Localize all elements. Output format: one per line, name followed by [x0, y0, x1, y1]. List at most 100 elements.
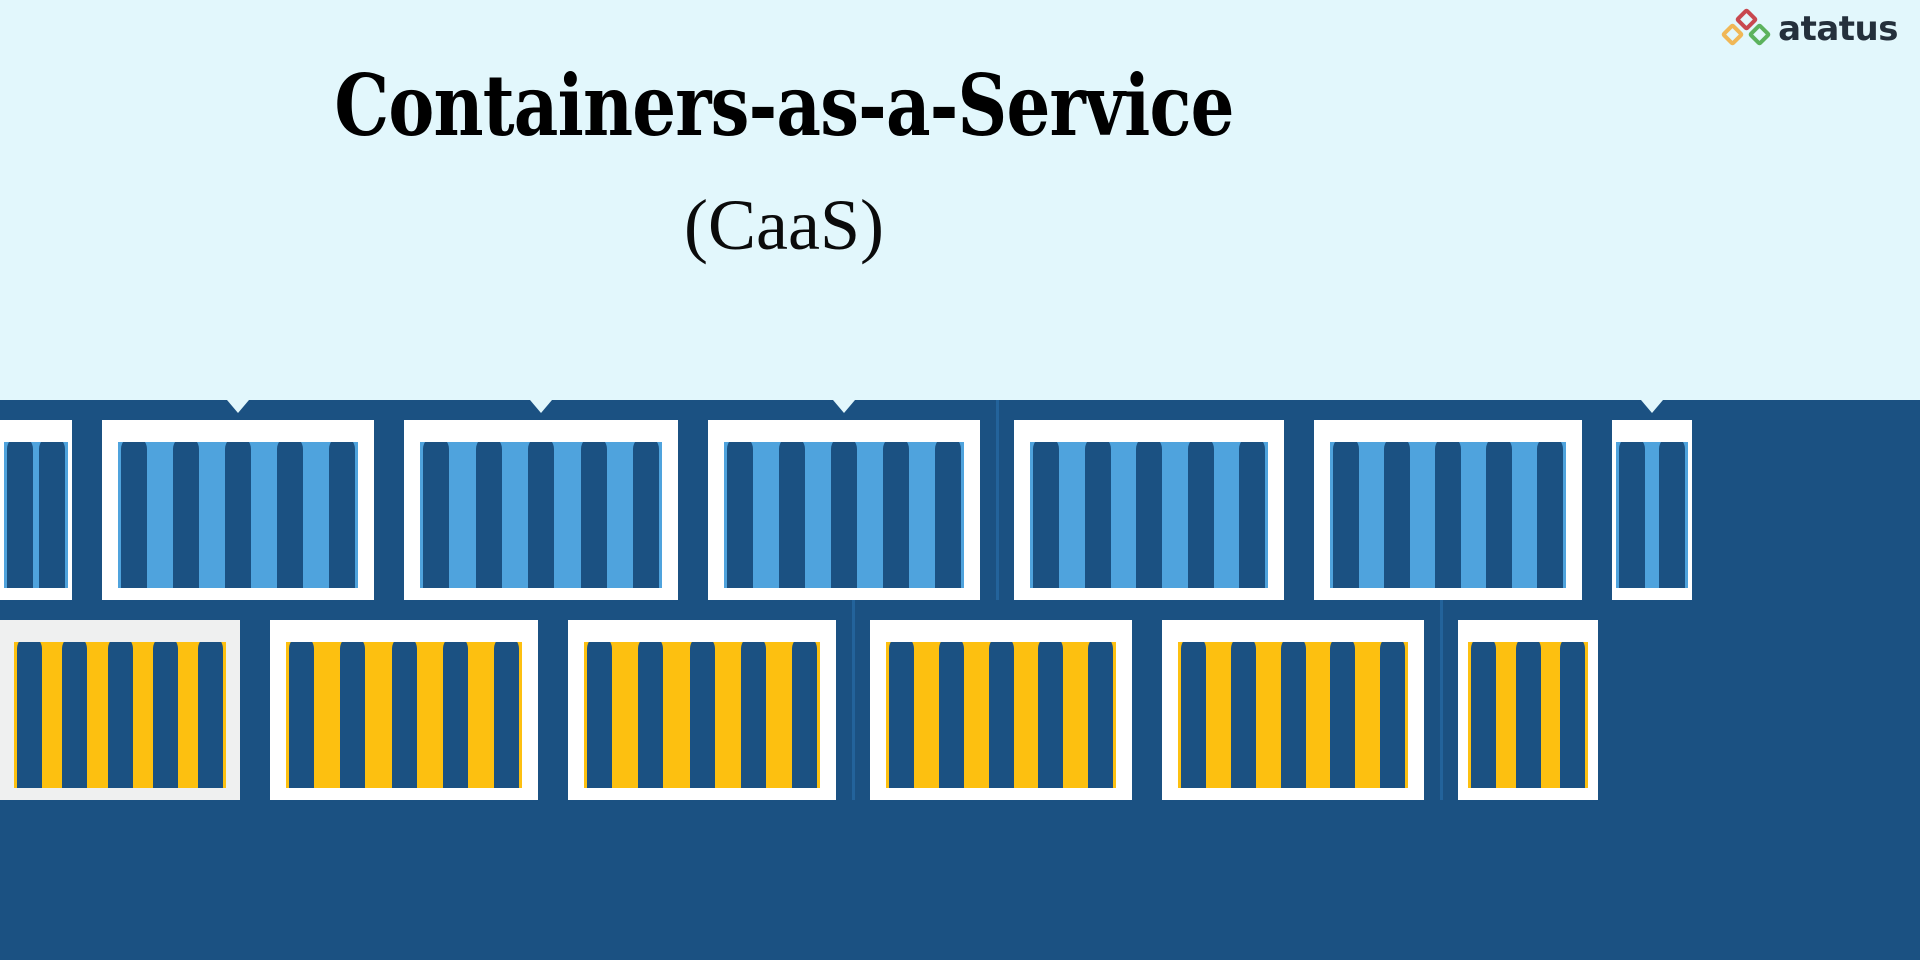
- container-rib: [1033, 442, 1059, 588]
- container-panel: [1330, 442, 1566, 588]
- container-rib: [779, 442, 805, 588]
- container-rib: [528, 442, 554, 588]
- container-gap: [980, 400, 1014, 600]
- brand-name: atatus: [1778, 9, 1898, 49]
- container-unit: [708, 400, 980, 600]
- container-rib: [1619, 442, 1645, 588]
- container-panel: [724, 442, 964, 588]
- container-gap: [1132, 600, 1162, 601]
- yellow-container-row: [0, 600, 1920, 960]
- container-rib: [1333, 442, 1359, 588]
- container-rib: [1187, 442, 1214, 588]
- container-panel: [118, 442, 358, 588]
- container-unit: [404, 400, 678, 600]
- container-rib: [198, 642, 223, 788]
- container-gap: [538, 600, 568, 601]
- container-unit: [1458, 620, 1598, 800]
- container-rib: [831, 442, 857, 588]
- container-panel: [886, 642, 1116, 788]
- container-gap: [678, 400, 708, 401]
- container-panel: [1178, 642, 1408, 788]
- container-unit: [0, 620, 240, 800]
- container-rib: [391, 642, 417, 788]
- page-subtitle: (CaaS): [684, 185, 884, 265]
- container-panel: [286, 642, 522, 788]
- container-rib: [340, 642, 366, 788]
- container-rib: [1088, 642, 1113, 788]
- container-rib: [173, 442, 199, 588]
- container-unit: [1612, 400, 1692, 600]
- container-gap: [1692, 400, 1722, 401]
- container-rib: [1330, 642, 1356, 788]
- container-rib: [938, 642, 964, 788]
- container-rib: [1471, 642, 1496, 788]
- container-panel: [1616, 442, 1688, 588]
- container-rib: [39, 442, 65, 588]
- container-rib: [277, 442, 303, 588]
- container-top-notch: [833, 400, 855, 413]
- container-gap: [1284, 400, 1314, 401]
- container-panel: [584, 642, 820, 788]
- container-rib: [580, 442, 607, 588]
- container-rib: [935, 442, 961, 588]
- container-rib: [1435, 442, 1461, 588]
- container-rib: [727, 442, 753, 588]
- container-rib: [329, 442, 355, 588]
- atatus-logo[interactable]: atatus: [1720, 7, 1898, 52]
- container-rib: [1136, 442, 1162, 588]
- container-panel: [1468, 642, 1588, 788]
- container-rib: [587, 642, 612, 788]
- container-unit: [0, 420, 72, 600]
- container-rib: [225, 442, 251, 588]
- container-rib: [1230, 642, 1256, 788]
- container-rib: [442, 642, 468, 788]
- container-top-notch: [530, 400, 552, 413]
- container-rib: [475, 442, 502, 588]
- container-rib: [633, 442, 659, 588]
- container-gap: [836, 600, 870, 800]
- container-rib: [423, 442, 449, 588]
- container-top-notch: [227, 400, 249, 413]
- container-unit: [1014, 420, 1284, 600]
- shipping-container-yard: [0, 400, 1920, 960]
- container-rib: [1384, 442, 1410, 588]
- container-rib: [1038, 642, 1064, 788]
- container-rib: [1239, 442, 1265, 588]
- container-rib: [1486, 442, 1512, 588]
- container-panel: [1030, 442, 1268, 588]
- container-rib: [740, 642, 766, 788]
- container-rib: [889, 642, 914, 788]
- container-unit: [1314, 420, 1582, 600]
- container-rib: [1280, 642, 1306, 788]
- container-unit: [870, 620, 1132, 800]
- container-gap: [1598, 600, 1628, 601]
- yard-seam: [852, 600, 855, 800]
- container-rib: [17, 642, 42, 788]
- container-rib: [7, 442, 33, 588]
- container-gap: [374, 400, 404, 401]
- container-rib: [289, 642, 314, 788]
- container-panel: [4, 442, 68, 588]
- container-rib: [1515, 642, 1541, 788]
- container-rib: [883, 442, 909, 588]
- yard-seam: [996, 400, 999, 600]
- container-rib: [792, 642, 817, 788]
- container-panel: [420, 442, 662, 588]
- container-gap: [1424, 600, 1458, 800]
- container-unit: [270, 620, 538, 800]
- container-rib: [1659, 442, 1685, 588]
- container-gap: [72, 400, 102, 401]
- container-rib: [107, 642, 133, 788]
- container-rib: [1181, 642, 1206, 788]
- atatus-diamonds-logo-icon: [1720, 7, 1772, 50]
- container-rib: [638, 642, 664, 788]
- container-unit: [568, 620, 836, 800]
- container-gap: [1582, 400, 1612, 401]
- blue-container-row: [0, 400, 1920, 600]
- container-rib: [1560, 642, 1585, 788]
- container-rib: [152, 642, 178, 788]
- page-title: Containers-as-a-Service: [334, 56, 1234, 155]
- container-rib: [121, 442, 147, 588]
- container-top-notch: [1641, 400, 1663, 413]
- container-rib: [1380, 642, 1405, 788]
